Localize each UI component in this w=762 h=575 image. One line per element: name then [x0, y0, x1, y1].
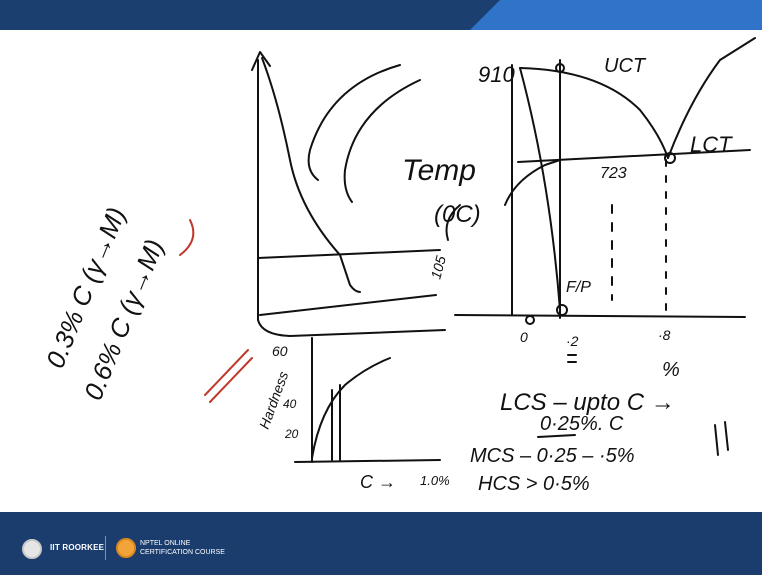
phase-x-0: 0 — [520, 329, 528, 345]
ttt-temp-105: 105 — [427, 254, 449, 281]
slide-header-band — [0, 0, 762, 30]
temp-unit: (0C) — [434, 201, 481, 228]
lcs-underlines — [537, 354, 729, 456]
hardness-tick-40: 40 — [283, 397, 297, 411]
hcs-line: HCS > 0·5% — [478, 473, 590, 495]
lcs-line: LCS – upto C → — [500, 389, 675, 416]
hardness-x-axis — [294, 459, 441, 463]
course-line-1: NPTEL ONLINE — [140, 540, 191, 547]
phase-acm-line — [667, 37, 756, 159]
ttt-ms-line — [257, 249, 441, 259]
course-label: NPTEL ONLINE CERTIFICATION COURSE — [140, 539, 225, 557]
phase-723-label: 723 — [600, 165, 627, 182]
phase-hypo-line — [519, 67, 561, 311]
temp-label: Temp — [402, 154, 476, 187]
phase-x-unit: % — [662, 359, 680, 381]
course-line-2: CERTIFICATION COURSE — [140, 549, 225, 556]
whiteboard: Hardness 60 40 20 C → 1.0% 105 Temp (0C)… — [0, 30, 762, 512]
footer-divider — [105, 536, 106, 560]
footer-bar: IIT ROORKEE NPTEL ONLINE CERTIFICATION C… — [0, 512, 762, 575]
phase-ucl-label: UCT — [604, 55, 647, 77]
phase-a1-line — [517, 149, 751, 163]
phase-lct-label: LCT — [690, 132, 733, 157]
phase-x-02: ·2 — [566, 333, 579, 349]
ttt-y-axis — [257, 59, 446, 337]
institute-name: IIT ROORKEE — [50, 543, 105, 552]
phase-point-910 — [555, 63, 565, 73]
phase-x-axis — [454, 314, 746, 318]
ttt-nose-curve-1 — [307, 64, 401, 181]
mcs-line: MCS – 0·25 – ·5% — [470, 445, 635, 467]
phase-a3-line — [519, 67, 669, 159]
phase-point-lct — [664, 152, 676, 164]
phase-x-08: ·8 — [658, 327, 671, 343]
phase-910-label: 910 — [478, 62, 515, 87]
hardness-curve — [311, 357, 391, 459]
handwriting-canvas: Hardness 60 40 20 C → 1.0% 105 Temp (0C)… — [40, 37, 756, 495]
phase-point-origin — [525, 315, 535, 325]
hardness-tick-60: 60 — [272, 343, 288, 359]
ttt-mf-line — [259, 294, 437, 316]
hardness-x-max: 1.0% — [420, 473, 450, 488]
phase-fp-label: F/P — [566, 279, 591, 296]
red-strokes — [179, 219, 253, 403]
ttt-diagram — [251, 51, 461, 337]
ttt-arrow-head — [251, 51, 271, 71]
nptel-logo-icon — [116, 538, 136, 558]
phase-diagram — [454, 37, 756, 325]
hardness-graph — [294, 337, 441, 463]
iit-roorkee-logo-icon — [22, 539, 42, 559]
ttt-temp-bracket — [445, 204, 461, 241]
ttt-cooling-curve — [261, 57, 361, 293]
hardness-x-label: C → — [360, 472, 396, 492]
phase-entry-arrow — [504, 159, 561, 206]
ttt-nose-curve-2 — [343, 79, 421, 203]
lcs-value: 0·25%. C — [540, 413, 624, 435]
hardness-tick-20: 20 — [284, 427, 299, 441]
phase-point-fp — [556, 304, 568, 316]
